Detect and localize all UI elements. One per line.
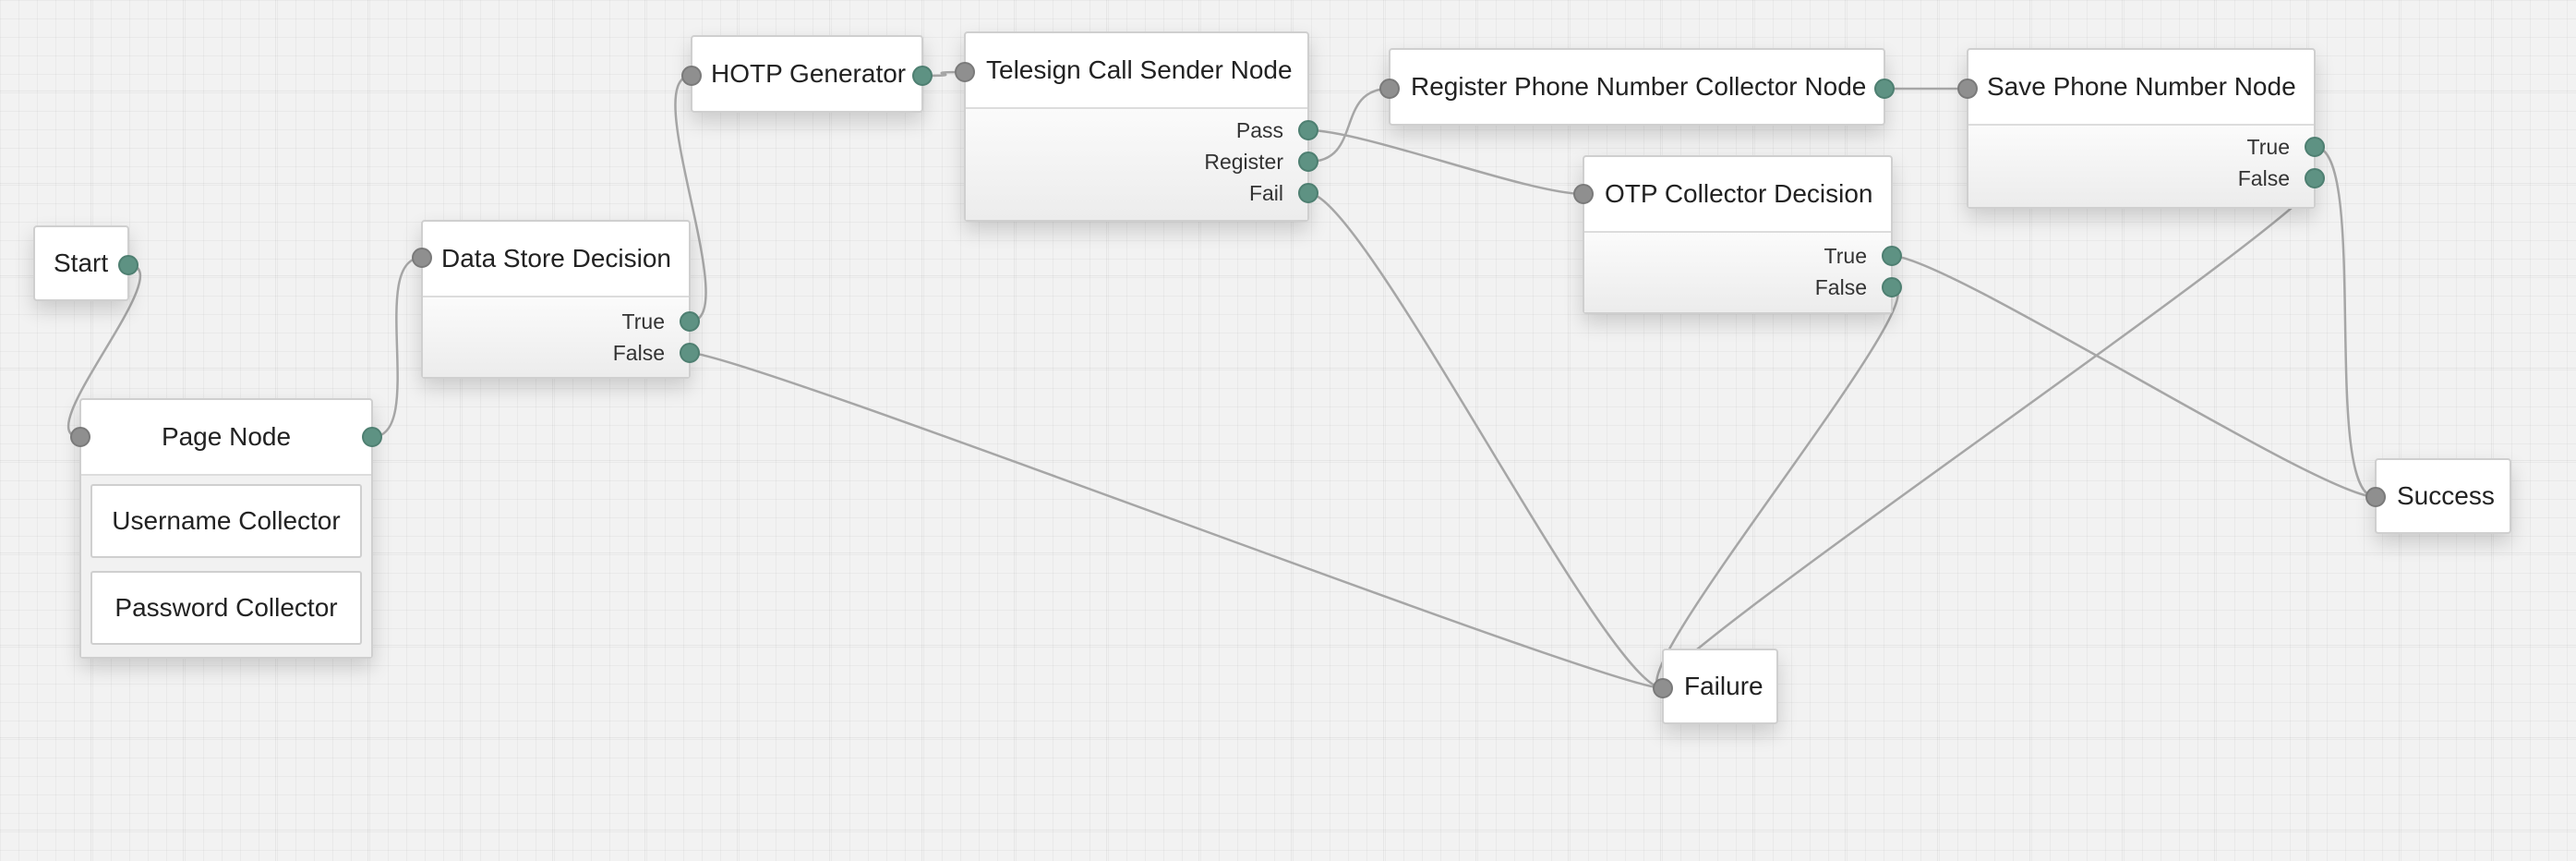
save-phone-number-title: Save Phone Number Node [1987, 72, 2296, 101]
page-node-title: Page Node [161, 422, 292, 451]
hotp-generator-output-port[interactable] [912, 66, 933, 86]
success-input-port[interactable] [2365, 487, 2386, 507]
outcome-true-row: True [423, 306, 700, 337]
wire-otp-true-to-success [1891, 254, 2377, 499]
data-store-true-port[interactable] [680, 311, 700, 332]
outcome-false-label: False [1814, 274, 1867, 299]
outcome-true-label: True [1824, 243, 1867, 268]
save-phone-number-node[interactable]: Save Phone Number Node True False [1957, 48, 2325, 209]
failure-node-title: Failure [1684, 672, 1763, 700]
telesign-call-sender-node[interactable]: Telesign Call Sender Node Pass Register … [955, 31, 1318, 222]
otp-collector-true-port[interactable] [1882, 246, 1902, 266]
page-node-output-port[interactable] [362, 427, 382, 447]
telesign-call-sender-title: Telesign Call Sender Node [986, 55, 1293, 84]
register-phone-number-collector-title: Register Phone Number Collector Node [1411, 72, 1867, 101]
outcome-true-row: True [1584, 240, 1902, 272]
username-collector-label: Username Collector [112, 506, 341, 535]
username-collector-node[interactable]: Username Collector [90, 484, 362, 558]
telesign-pass-port[interactable] [1298, 120, 1318, 140]
page-node[interactable]: Page Node Username Collector Password Co… [70, 398, 382, 659]
outcome-register-row: Register [966, 146, 1318, 177]
wire-data-store-false-to-failure [689, 351, 1664, 690]
otp-collector-false-port[interactable] [1882, 277, 1902, 297]
data-store-decision-title: Data Store Decision [441, 244, 672, 273]
success-node[interactable]: Success [2365, 458, 2511, 534]
outcome-false-label: False [2237, 165, 2290, 190]
outcome-false-row: False [423, 337, 700, 369]
wire-save-true-to-success [2314, 145, 2377, 499]
password-collector-node[interactable]: Password Collector [90, 571, 362, 645]
otp-collector-input-port[interactable] [1573, 184, 1594, 204]
outcome-false-row: False [1584, 272, 1902, 303]
hotp-generator-input-port[interactable] [681, 66, 702, 86]
otp-collector-decision-title: OTP Collector Decision [1605, 179, 1873, 208]
outcome-false-row: False [1968, 163, 2325, 194]
failure-input-port[interactable] [1653, 678, 1673, 698]
data-store-false-port[interactable] [680, 343, 700, 363]
save-phone-true-port[interactable] [2305, 137, 2325, 157]
save-phone-false-port[interactable] [2305, 168, 2325, 188]
page-node-input-port[interactable] [70, 427, 90, 447]
save-phone-input-port[interactable] [1957, 79, 1978, 99]
telesign-register-port[interactable] [1298, 152, 1318, 172]
data-store-decision-input-port[interactable] [412, 248, 432, 268]
telesign-input-port[interactable] [955, 62, 975, 82]
wire-telesign-register-to-register-phone [1307, 87, 1390, 164]
failure-node[interactable]: Failure [1653, 649, 1778, 724]
password-collector-label: Password Collector [114, 593, 338, 622]
register-phone-output-port[interactable] [1874, 79, 1895, 99]
outcome-true-label: True [621, 309, 665, 333]
outcome-true-label: True [2246, 134, 2290, 159]
telesign-fail-port[interactable] [1298, 183, 1318, 203]
hotp-generator-title: HOTP Generator [711, 59, 907, 88]
register-phone-number-collector-node[interactable]: Register Phone Number Collector Node [1379, 48, 1895, 126]
outcome-pass-row: Pass [966, 115, 1318, 146]
success-node-title: Success [2397, 481, 2495, 510]
data-store-decision-node[interactable]: Data Store Decision True False [412, 220, 700, 379]
outcome-fail-row: Fail [966, 177, 1318, 209]
otp-collector-decision-node[interactable]: OTP Collector Decision True False [1573, 155, 1902, 314]
outcome-true-row: True [1968, 131, 2325, 163]
outcome-register-label: Register [1204, 149, 1283, 174]
outcome-false-label: False [612, 340, 665, 365]
wire-page-node-to-data-store [371, 256, 423, 439]
outcome-pass-label: Pass [1235, 117, 1283, 142]
start-node[interactable]: Start [33, 225, 138, 301]
outcome-fail-label: Fail [1248, 180, 1283, 205]
hotp-generator-node[interactable]: HOTP Generator [681, 35, 933, 113]
wire-telesign-pass-to-otp [1307, 128, 1584, 196]
wire-otp-false-to-failure [1655, 285, 1899, 690]
start-node-title: Start [54, 249, 109, 277]
start-output-port[interactable] [118, 255, 138, 275]
register-phone-input-port[interactable] [1379, 79, 1400, 99]
